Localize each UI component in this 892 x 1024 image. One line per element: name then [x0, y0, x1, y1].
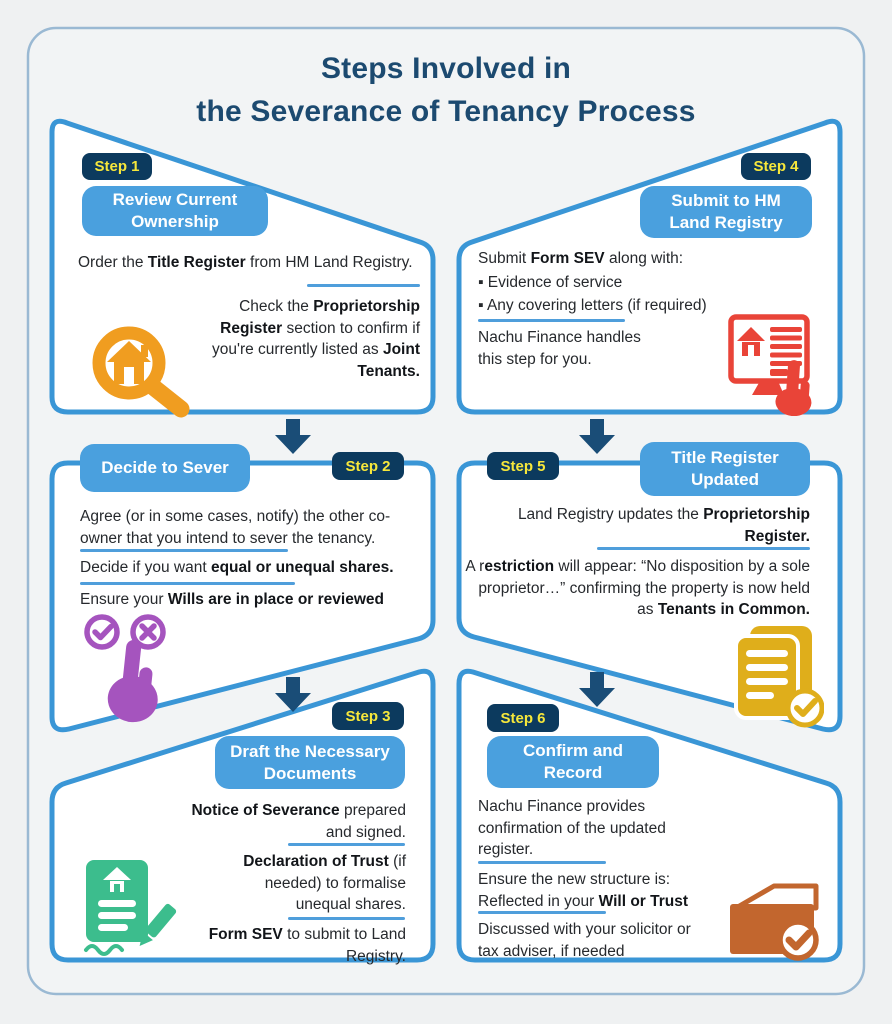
documents-check-icon	[734, 626, 824, 728]
step-4-paragraph: ▪ Any covering letters (if required)	[478, 297, 707, 314]
step-4-heading: Submit to HM Land Registry	[640, 186, 812, 238]
divider	[478, 861, 606, 864]
step-5-heading: Title Register Updated	[640, 442, 810, 496]
house-search-icon	[92, 326, 190, 418]
step-3-heading: Draft the Necessary Documents	[215, 736, 405, 789]
divider	[478, 319, 625, 322]
step-6-paragraph: Nachu Finance provides confirmation of t…	[478, 798, 666, 858]
step-5-badge: Step 5	[487, 452, 559, 480]
step-2-paragraph: Decide if you want equal or unequal shar…	[80, 559, 394, 576]
divider	[288, 917, 405, 920]
step-2-paragraph: Ensure your Wills are in place or review…	[80, 591, 384, 608]
step-3-paragraph: Form SEV to submit to Land Registry.	[208, 926, 406, 965]
step-6-badge: Step 6	[487, 704, 559, 732]
step-1-badge: Step 1	[82, 153, 152, 180]
arrow-step5-to-step6-icon	[579, 672, 615, 707]
divider	[80, 549, 288, 552]
arrow-step1-to-step2-icon	[275, 419, 311, 454]
arrow-step2-to-step3-icon	[275, 677, 311, 712]
step-1-paragraph: Check the Proprietorship Register sectio…	[212, 298, 420, 380]
divider	[597, 547, 810, 550]
step-2-heading: Decide to Sever	[80, 444, 250, 492]
step-3-paragraph: Notice of Severance prepared and signed.	[191, 802, 406, 841]
divider	[288, 843, 405, 846]
step-6-paragraph: Discussed with your solicitor or tax adv…	[478, 921, 691, 960]
form-submit-hand-icon	[728, 314, 812, 416]
divider	[307, 284, 420, 287]
step-6-heading: Confirm and Record	[487, 736, 659, 788]
page-title-line-1: Steps Involved in	[320, 52, 572, 85]
step-1-paragraph: Order the Title Register from HM Land Re…	[78, 254, 413, 271]
step-6-paragraph: Ensure the new structure is: Reflected i…	[478, 871, 689, 910]
divider	[80, 582, 295, 585]
signed-document-icon	[84, 860, 177, 956]
arrow-step4-to-step5-icon	[579, 419, 615, 454]
step-5-paragraph: Land Registry updates the Proprietorship…	[517, 506, 810, 545]
panel-2-shape	[49, 460, 436, 733]
divider	[478, 911, 606, 914]
step-4-badge: Step 4	[741, 153, 811, 180]
step-2-paragraph: Agree (or in some cases, notify) the oth…	[80, 508, 391, 547]
step-1-heading: Review Current Ownership	[82, 186, 268, 236]
folder-check-icon	[730, 883, 819, 961]
page-title-line-2: the Severance of Tenancy Process	[196, 95, 696, 128]
step-5-paragraph: A restriction will appear: “No dispositi…	[465, 558, 810, 618]
step-4-paragraph: Nachu Finance handles this step for you.	[478, 329, 641, 368]
step-4-paragraph: Submit Form SEV along with:	[478, 250, 684, 267]
step-3-badge: Step 3	[332, 702, 404, 730]
step-2-badge: Step 2	[332, 452, 404, 480]
step-3-paragraph: Declaration of Trust (if needed) to form…	[243, 853, 406, 913]
step-4-paragraph: ▪ Evidence of service	[478, 274, 623, 291]
approve-reject-hand-icon	[84, 614, 166, 723]
